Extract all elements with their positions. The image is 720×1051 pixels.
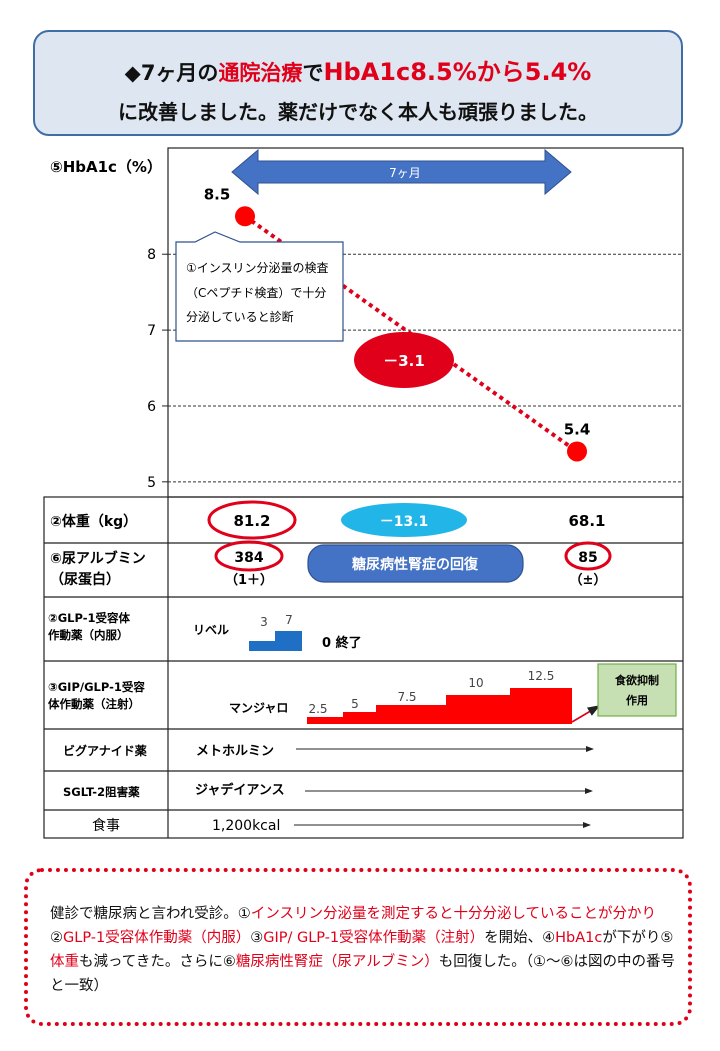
jardiance-label: ジャデイアンス (195, 782, 285, 798)
mounjaro-dose-12-5: 12.5 (528, 669, 555, 683)
albumin-after-sub: （±） (570, 572, 607, 588)
nephropathy-pill (307, 544, 524, 583)
weight-after: 68.1 (568, 512, 605, 530)
headline-prefix: ◆7ヶ月の (124, 61, 219, 85)
note-r6: 糖尿病性腎症（尿アルブミン） (235, 954, 439, 970)
note-r4: HbA1c (555, 930, 603, 946)
note-t7: も回復した。（①～⑥は図の中の番号と一致） (50, 954, 675, 994)
y-tick-label: 8 (147, 247, 156, 263)
period-label: 7ヶ月 (389, 166, 421, 180)
gip-glp1-sublabel: 体作動薬（注射） (48, 697, 140, 711)
mounjaro-dose-7-5: 7.5 (397, 690, 416, 704)
nephropathy-label: 糖尿病性腎症の回復 (352, 556, 479, 573)
headline-line1: ◆7ヶ月の通院治療でHbA1c8.5%から5.4% (35, 52, 681, 87)
headline-treatment: 通院治療 (218, 61, 303, 85)
headline-de: で (302, 61, 324, 85)
hba1c-point-label: 8.5 (204, 185, 231, 203)
summary-text: 健診で糖尿病と言われ受診。①インスリン分泌量を測定すると十分分泌していることが分… (50, 902, 678, 998)
weight-before-circle (207, 500, 297, 540)
rybelsus-dose-7: 7 (285, 613, 293, 627)
metformin-label: メトホルミン (196, 744, 274, 759)
diet-label: 食事 (92, 817, 120, 834)
note-t5: が下がり⑤ (602, 930, 674, 946)
mounjaro-step-2-5 (307, 717, 343, 724)
y-tick-label: 7 (147, 323, 156, 339)
albumin-sublabel: （尿蛋白） (50, 571, 120, 588)
mounjaro-dose-10: 10 (468, 676, 483, 690)
summary-note: 健診で糖尿病と言われ受診。①インスリン分泌量を測定すると十分分泌していることが分… (24, 868, 692, 1026)
biguanide-label: ビグアナイド薬 (63, 743, 147, 758)
hba1c-point (235, 206, 255, 227)
note-t1: 健診で糖尿病と言われ受診。① (50, 906, 251, 922)
appetite-box (597, 663, 677, 717)
albumin-before: 384 (234, 550, 263, 566)
headline-box: ◆7ヶ月の通院治療でHbA1c8.5%から5.4% に改善しました。薬だけでなく… (33, 30, 683, 136)
note-t2: ② (50, 930, 63, 946)
note-r1: インスリン分泌量を測定すると十分分泌していることが分かり (250, 906, 657, 922)
appetite-arrow (571, 705, 601, 723)
weight-label: ②体重（kg） (50, 513, 137, 530)
diet-value: 1,200kcal (212, 818, 280, 834)
glp1-oral-sublabel: 作動薬（内服） (48, 628, 129, 642)
note-t3: ③ (250, 930, 264, 946)
hba1c-point (567, 441, 587, 462)
mounjaro-dose-5: 5 (351, 697, 359, 711)
y-tick-label: 5 (147, 475, 156, 491)
weight-change-ellipse (341, 503, 467, 537)
note-r3: GIP/ GLP-1受容体作動薬（注射） (263, 930, 485, 946)
albumin-label: ⑥尿アルブミン (50, 550, 146, 567)
albumin-after: 85 (578, 550, 597, 566)
callout-line3: 分泌していると診断 (186, 309, 294, 324)
appetite-line1: 食欲抑制 (615, 673, 659, 687)
change-ellipse (354, 332, 454, 388)
mounjaro-step-10 (446, 695, 510, 724)
glp1-oral-label: ②GLP-1受容体 (48, 611, 131, 625)
note-t4: を開始、④ (484, 930, 556, 946)
y-tick-label: 6 (147, 399, 156, 415)
mounjaro-step-12-5 (510, 688, 572, 724)
callout-box (175, 231, 344, 342)
rybelsus-label: リベル (193, 623, 229, 637)
hba1c-point-label: 5.4 (564, 420, 591, 438)
note-r5: 体重 (50, 954, 79, 970)
chart-title: ⑤HbA1c（%） (50, 158, 162, 176)
sglt2-label: SGLT-2阻害薬 (63, 785, 140, 799)
rybelsus-dose-3-bar (249, 641, 275, 651)
albumin-after-circle (564, 541, 612, 571)
gip-glp1-label: ③GIP/GLP-1受容 (48, 680, 145, 694)
mounjaro-step-5 (343, 712, 376, 724)
weight-change: －13.1 (380, 514, 429, 530)
change-label: －3.1 (383, 352, 425, 370)
callout-line2: （Cペプチド検査）で十分 (186, 286, 326, 300)
weight-before: 81.2 (233, 512, 270, 530)
rybelsus-end: 0 終了 (322, 635, 362, 651)
albumin-before-circle (214, 540, 284, 572)
headline-hba1c: HbA1c8.5%から5.4% (323, 58, 592, 86)
mounjaro-label: マンジャロ (229, 701, 288, 715)
headline-line2: に改善しました。薬だけでなく本人も頑張りました。 (118, 100, 598, 124)
rybelsus-dose-7-bar (275, 631, 302, 651)
table-frame (43, 496, 684, 839)
rybelsus-dose-3: 3 (260, 615, 268, 629)
mounjaro-step-7-5 (376, 705, 446, 724)
period-arrow (231, 148, 572, 196)
mounjaro-dose-2-5: 2.5 (308, 702, 327, 716)
appetite-line2: 作用 (626, 693, 648, 707)
callout-line1: ①インスリン分泌量の検査 (186, 261, 329, 275)
albumin-before-sub: （1＋） (225, 572, 273, 588)
note-t6: も減ってきた。さらに⑥ (79, 954, 236, 970)
note-r2: GLP-1受容体作動薬（内服） (63, 930, 251, 946)
